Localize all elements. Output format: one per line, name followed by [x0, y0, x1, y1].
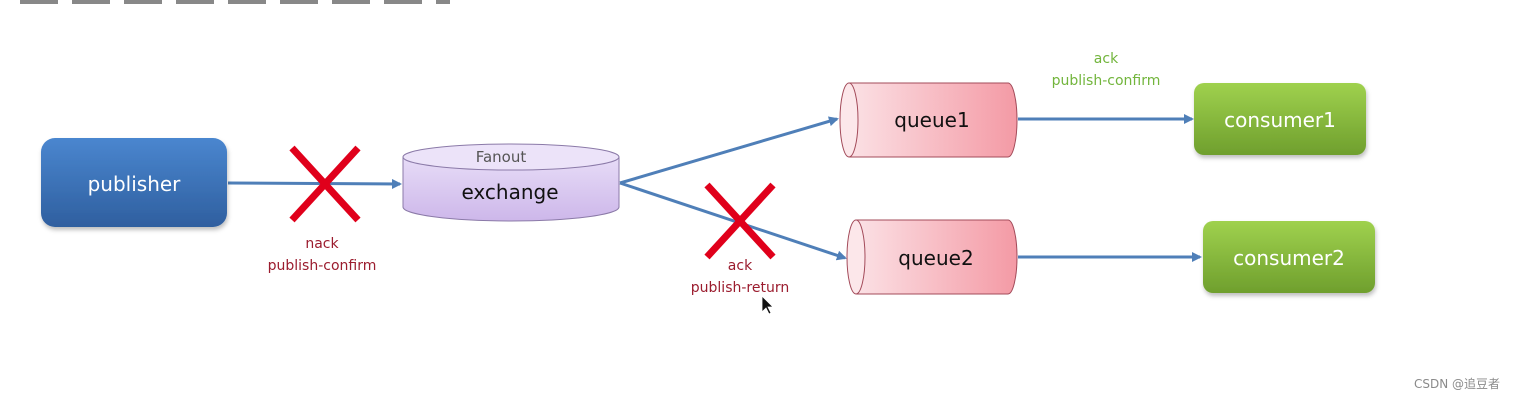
- arrow-publisher-exchange: [227, 178, 402, 189]
- consumer1-node: [1194, 83, 1366, 155]
- publisher-node: [41, 138, 227, 227]
- clipped-title: [20, 0, 450, 4]
- ack-label: ack: [728, 258, 753, 274]
- failure-cross-icon: [704, 182, 776, 260]
- exchange-type-label: Fanout: [476, 148, 527, 166]
- publisher-label: publisher: [88, 172, 182, 196]
- consumer1-label: consumer1: [1224, 108, 1336, 132]
- ack-confirm-label: ack: [1094, 51, 1119, 67]
- mouse-cursor-icon: [761, 295, 774, 315]
- watermark: CSDN @追豆者: [1413, 377, 1500, 391]
- consumer2-label: consumer2: [1233, 246, 1345, 270]
- exchange-node: [402, 143, 620, 222]
- queue1-node: [839, 82, 1018, 158]
- queue1-label: queue1: [894, 108, 969, 132]
- arrow-exchange-queue1: [619, 116, 839, 185]
- failure-cross-icon: [289, 145, 361, 223]
- consumer2-node: [1203, 221, 1375, 293]
- nack-label: nack: [305, 236, 339, 252]
- arrow-exchange-queue2: [619, 181, 847, 261]
- publish-confirm-success-label: publish-confirm: [1052, 73, 1161, 89]
- queue2-label: queue2: [898, 246, 973, 270]
- publish-confirm-label: publish-confirm: [268, 258, 377, 274]
- queue2-node: [846, 219, 1018, 295]
- publish-return-label: publish-return: [691, 280, 789, 296]
- exchange-label: exchange: [461, 180, 558, 204]
